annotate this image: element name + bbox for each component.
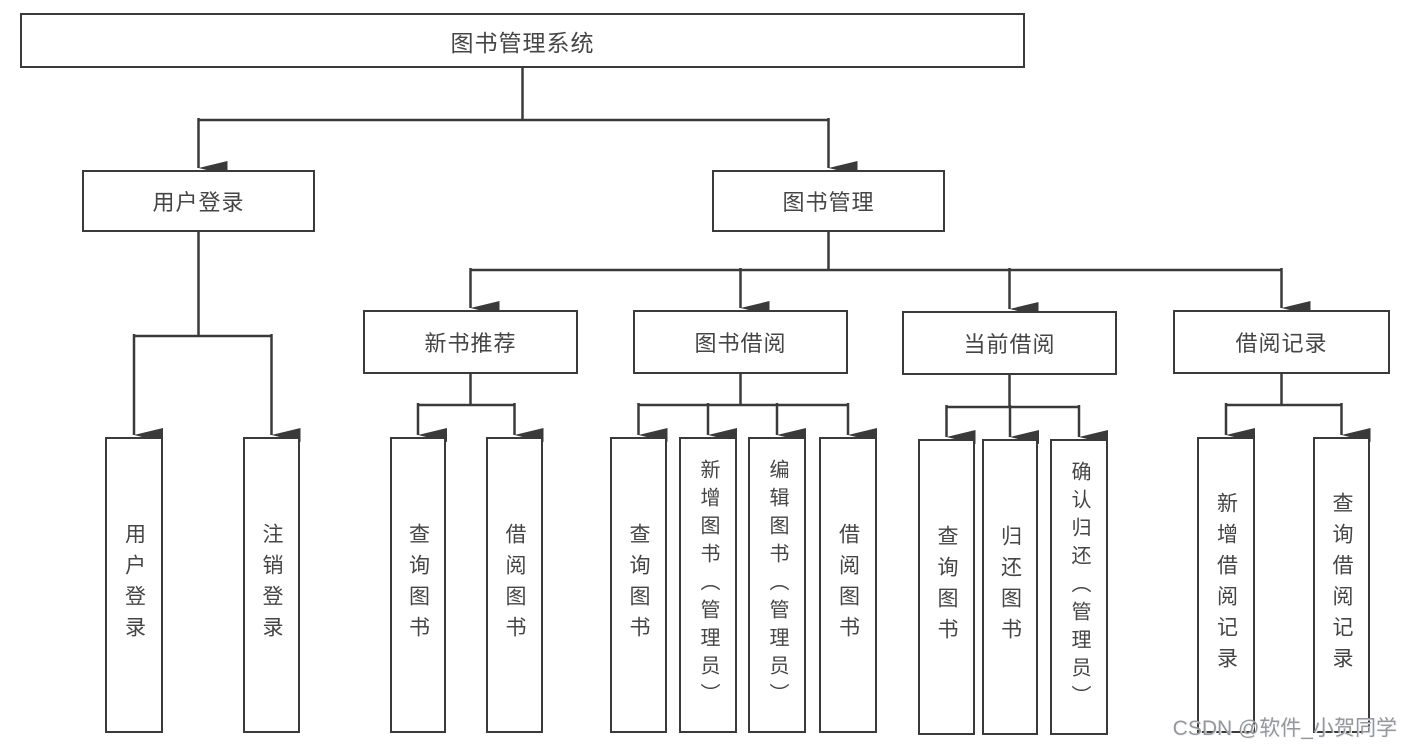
leaf-borrow-edit-books-admin: 编辑图书（管理员） <box>748 437 806 733</box>
node-borrowing-records: 借阅记录 <box>1173 310 1390 374</box>
leaf-borrow-query-books: 查询图书 <box>610 437 667 733</box>
leaf-borrow-borrow-books: 借阅图书 <box>819 437 877 733</box>
leaf-newbook-borrow-books: 借阅图书 <box>486 437 543 733</box>
csdn-watermark: CSDN @软件_小贺同学 <box>1172 717 1397 740</box>
node-book-borrowing: 图书借阅 <box>633 310 848 374</box>
node-root-system: 图书管理系统 <box>20 13 1025 68</box>
leaf-newbook-query-books: 查询图书 <box>390 437 446 733</box>
leaf-current-query-books: 查询图书 <box>918 439 975 735</box>
leaf-current-confirm-return-admin: 确认归还（管理员） <box>1050 439 1108 735</box>
node-new-book-recommend: 新书推荐 <box>363 310 578 374</box>
leaf-borrow-add-books-admin: 新增图书（管理员） <box>679 437 737 733</box>
leaf-user-login: 用户登录 <box>105 437 163 733</box>
node-user-login: 用户登录 <box>82 170 315 232</box>
leaf-record-query-borrow-record: 查询借阅记录 <box>1313 437 1370 733</box>
leaf-record-add-borrow-record: 新增借阅记录 <box>1197 437 1255 733</box>
node-book-management: 图书管理 <box>712 170 945 232</box>
node-current-borrowing: 当前借阅 <box>902 311 1117 375</box>
leaf-logout: 注销登录 <box>243 437 300 733</box>
leaf-current-return-books: 归还图书 <box>982 439 1038 735</box>
